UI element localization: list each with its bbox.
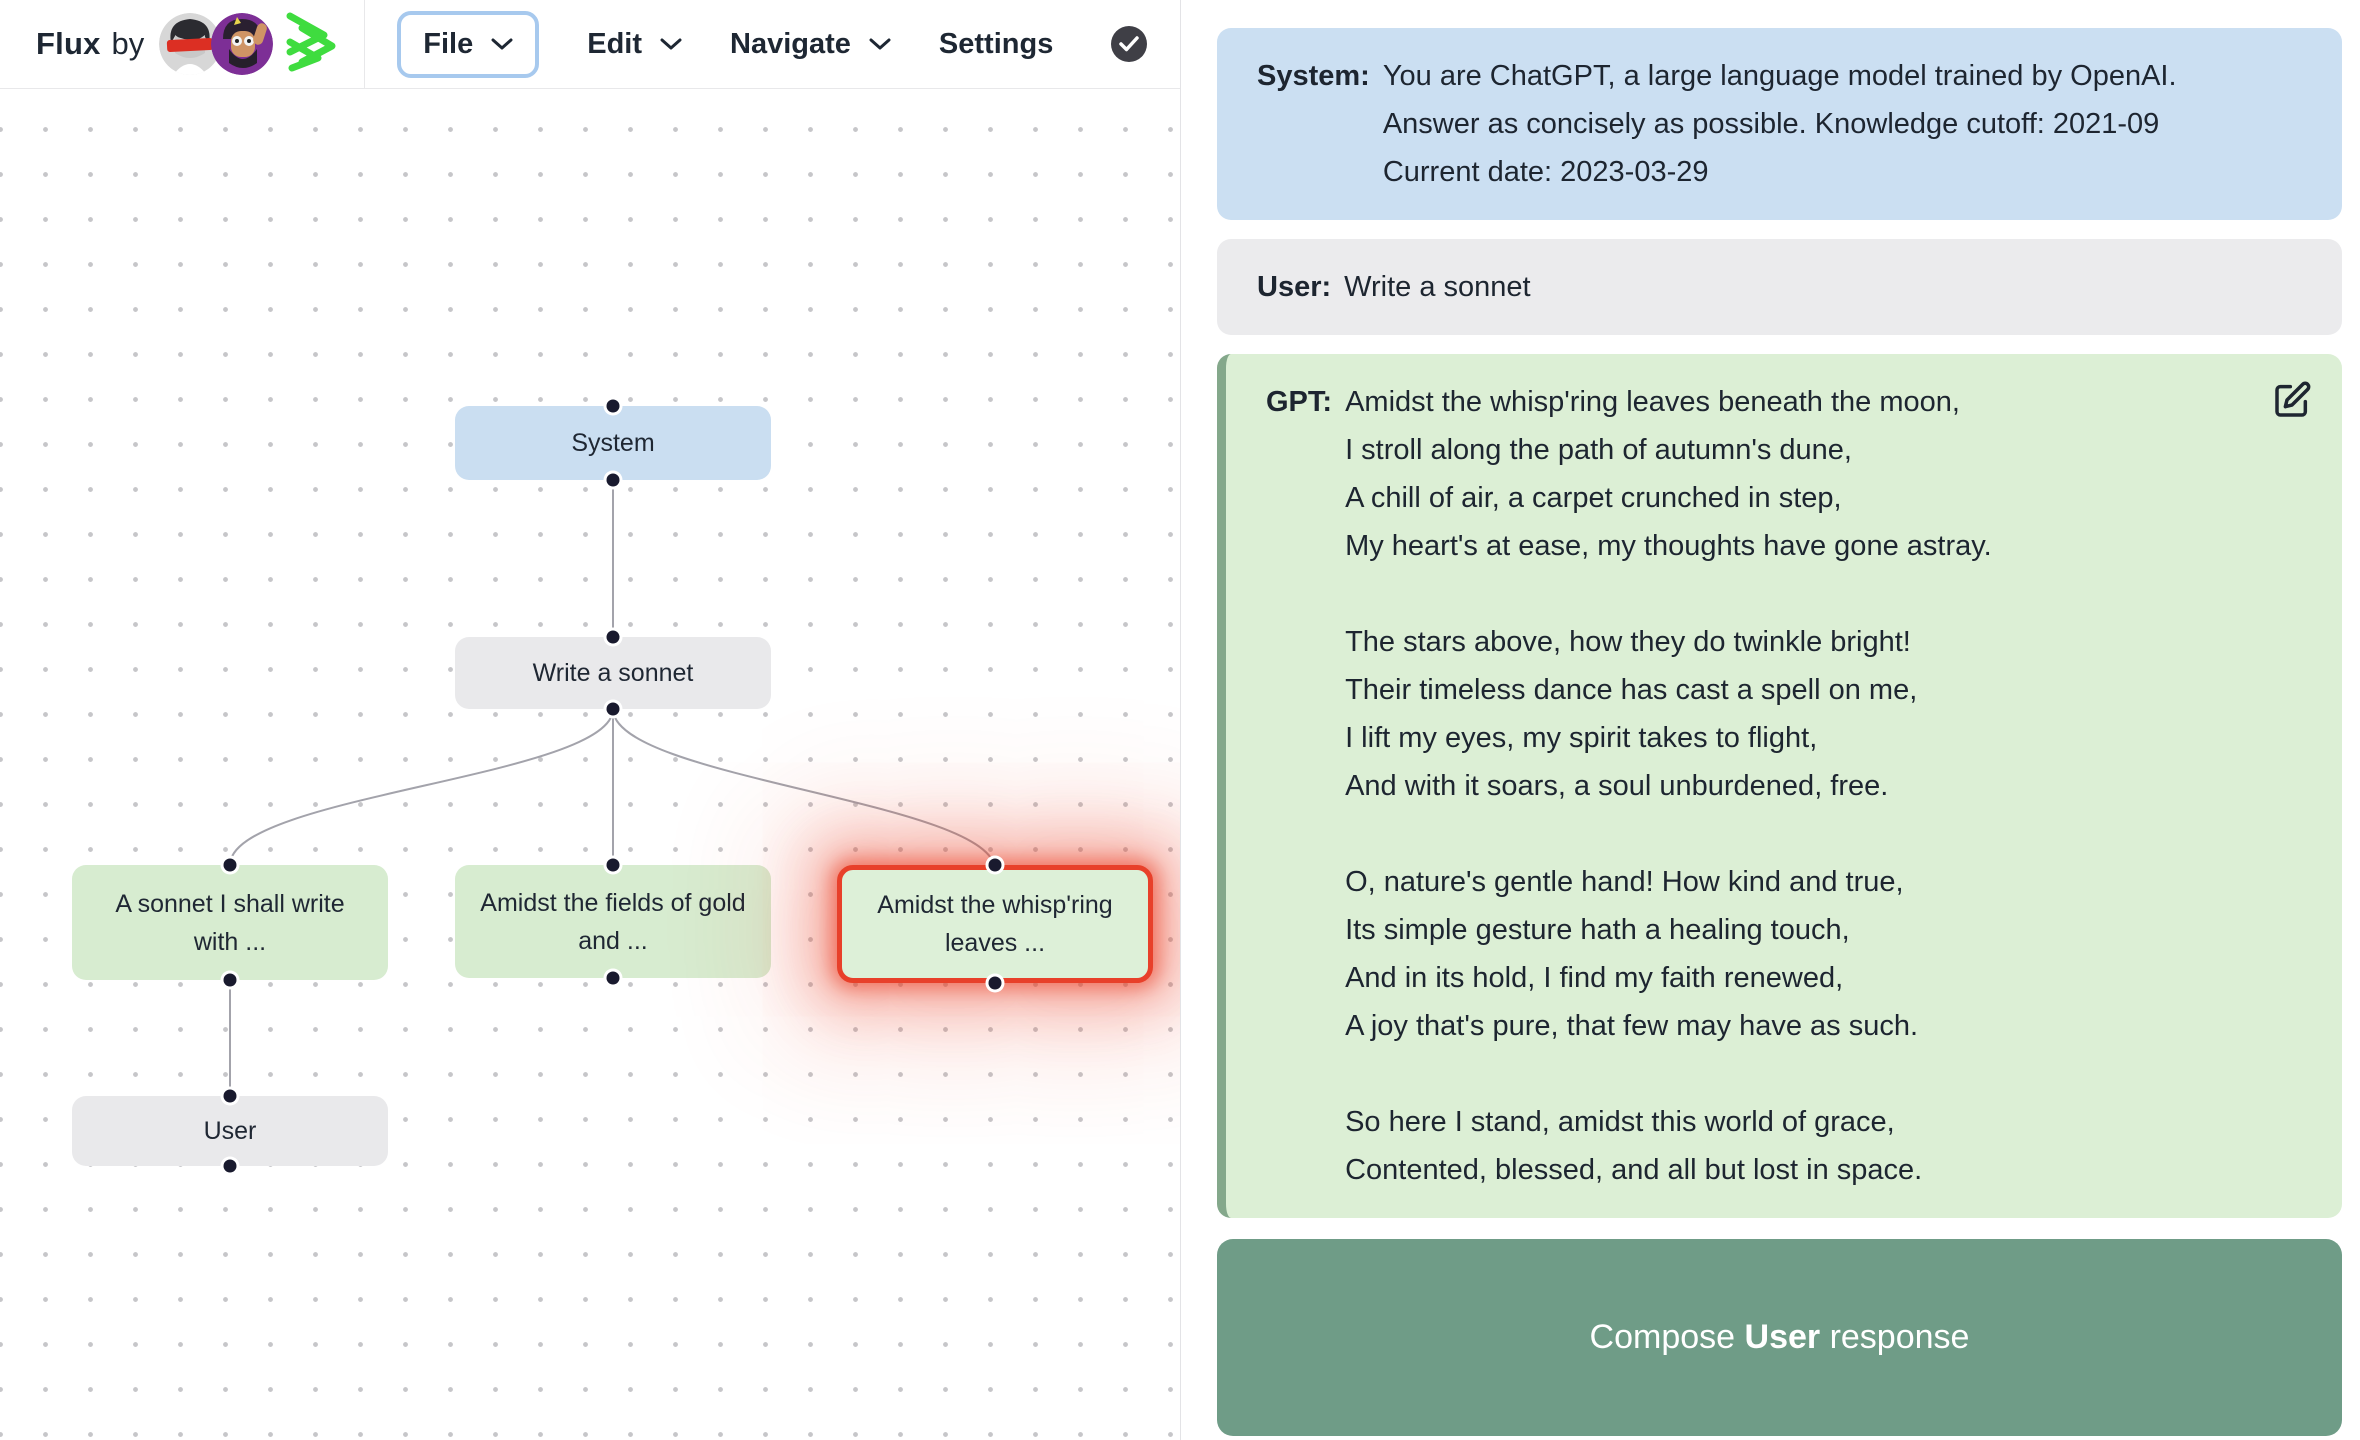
app-title: Flux — [36, 26, 101, 61]
node-handle[interactable] — [223, 858, 237, 872]
menu-settings[interactable]: Settings — [939, 28, 1053, 61]
graph-node-gpt-b[interactable]: Amidst the fields of gold and ... — [455, 858, 771, 985]
avatar-2-image — [211, 13, 274, 75]
menu-navigate-label: Navigate — [730, 27, 851, 60]
author-avatar-1[interactable] — [159, 13, 222, 75]
node-handle[interactable] — [988, 858, 1002, 872]
brand: Flux by — [36, 8, 342, 80]
node-label: System — [571, 429, 655, 457]
graph-node-gpt-a[interactable]: A sonnet I shall write with ... — [72, 858, 388, 987]
gpt-message: GPT: Amidst the whisp'ring leaves beneat… — [1217, 354, 2342, 1218]
edge-prompt-gpt-c — [612, 708, 996, 871]
compose-label-role: User — [1744, 1318, 1821, 1356]
node-label: A sonnet I shall write with ... — [115, 889, 345, 956]
graph-node-gpt-c-selected[interactable]: Amidst the whisp'ring leaves ... — [837, 858, 1153, 990]
graph-node-system[interactable]: System — [455, 399, 771, 487]
node-handle[interactable] — [606, 473, 620, 487]
menu-file[interactable]: File — [397, 10, 540, 78]
node-graph-canvas[interactable]: System Write a sonnet A sonnet I shall w… — [0, 89, 1180, 1440]
edge-prompt-gpt-a — [229, 708, 614, 866]
compose-user-response-button[interactable]: Compose User response — [1217, 1239, 2342, 1436]
node-label: Amidst the fields of gold and ... — [480, 888, 746, 955]
conversation-panel: System: You are ChatGPT, a large languag… — [1181, 0, 2360, 1440]
graph-edges — [229, 480, 996, 1096]
graph-pane: Flux by File Edit Navigat — [0, 0, 1181, 1440]
author-avatars — [159, 13, 274, 75]
saved-status-badge — [1111, 26, 1148, 62]
main-menu: File Edit Navigate Settings — [397, 10, 1148, 78]
node-handle[interactable] — [606, 630, 620, 644]
menu-edit-label: Edit — [587, 27, 643, 60]
gpt-message-role: GPT: — [1266, 386, 1333, 418]
compose-label-prefix: Compose — [1589, 1318, 1745, 1356]
node-handle[interactable] — [223, 1089, 237, 1103]
node-handle[interactable] — [606, 399, 620, 413]
chevron-down-icon — [491, 38, 513, 49]
top-menu-bar: Flux by File Edit Navigat — [0, 0, 1180, 89]
system-message-text: You are ChatGPT, a large language model … — [1382, 60, 2177, 188]
chevron-down-icon — [869, 38, 891, 49]
avatar-1-image — [159, 13, 222, 75]
graph-node-write-a-sonnet[interactable]: Write a sonnet — [455, 630, 771, 716]
menu-settings-label: Settings — [938, 27, 1054, 60]
node-handle[interactable] — [988, 976, 1002, 990]
brand-by-label: by — [111, 26, 145, 61]
check-icon — [1119, 36, 1140, 52]
node-label: Write a sonnet — [532, 659, 694, 687]
chevron-down-icon — [660, 38, 682, 49]
node-handle[interactable] — [223, 1159, 237, 1173]
author-avatar-2[interactable] — [211, 13, 274, 75]
gpt-message-text: Amidst the whisp'ring leaves beneath the… — [1345, 386, 1992, 1186]
user-message-role: User: — [1257, 271, 1332, 303]
node-label: User — [203, 1117, 257, 1145]
edit-message-button[interactable] — [2272, 380, 2312, 420]
menu-file-label: File — [423, 27, 474, 60]
node-handle[interactable] — [223, 973, 237, 987]
node-label: Amidst the whisp'ring leaves ... — [877, 891, 1113, 957]
menu-navigate[interactable]: Navigate — [730, 28, 891, 61]
system-message: System: You are ChatGPT, a large languag… — [1217, 28, 2342, 220]
compose-label-suffix: response — [1820, 1318, 1970, 1356]
user-message-text: Write a sonnet — [1344, 271, 1531, 303]
node-handle[interactable] — [606, 971, 620, 985]
user-message: User: Write a sonnet — [1217, 239, 2342, 335]
edit-pencil-icon — [2275, 381, 2311, 417]
node-handle[interactable] — [606, 858, 620, 872]
node-handle[interactable] — [606, 702, 620, 716]
system-message-role: System: — [1257, 60, 1370, 92]
flux-logo-icon — [278, 8, 342, 80]
menu-edit[interactable]: Edit — [587, 28, 682, 61]
graph-node-user[interactable]: User — [72, 1089, 388, 1173]
topbar-divider — [364, 0, 366, 89]
